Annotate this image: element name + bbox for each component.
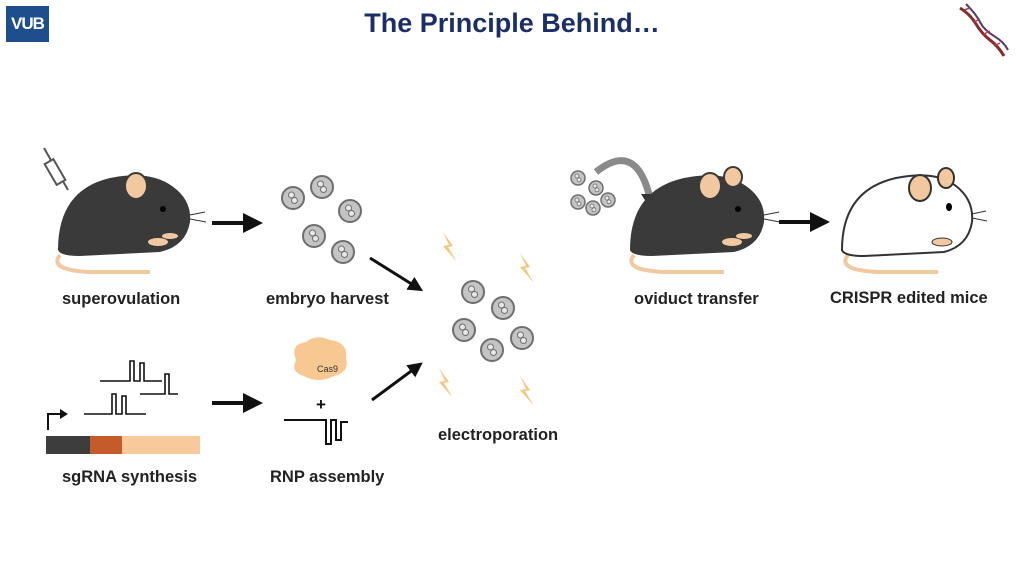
rnp-assembly-graphic: Cas9 + <box>284 337 348 445</box>
label-superovulation: superovulation <box>62 290 180 308</box>
oviduct-embryos <box>570 170 616 216</box>
cas9-label: Cas9 <box>317 364 338 374</box>
plus-sign: + <box>316 395 326 414</box>
mouse-superovulation <box>43 147 207 274</box>
arrow-rnp-to-electroporation <box>371 362 423 402</box>
dna-strand-icon <box>959 3 1009 57</box>
label-rnp-assembly: RNP assembly <box>270 468 385 486</box>
mouse-crispr-edited <box>840 167 988 274</box>
mouse-oviduct-transfer <box>629 166 781 274</box>
curved-transfer-arrow <box>593 157 654 199</box>
label-crispr-edited-mice: CRISPR edited mice <box>830 289 988 307</box>
label-electroporation: electroporation <box>438 426 558 444</box>
label-oviduct-transfer: oviduct transfer <box>634 290 759 308</box>
sgrna-synthesis-graphic <box>46 360 200 454</box>
label-embryo-harvest: embryo harvest <box>266 290 389 308</box>
embryo-harvest-cluster <box>281 175 362 264</box>
electroporation-cluster <box>439 232 534 406</box>
arrow-harvest-to-electroporation <box>369 256 424 292</box>
logo-text: VUB <box>11 14 45 33</box>
vub-logo: VUB <box>6 6 49 42</box>
cas9-protein-shape <box>294 337 347 380</box>
page-title: The Principle Behind… <box>364 8 660 38</box>
label-sgrna-synthesis: sgRNA synthesis <box>62 468 197 486</box>
